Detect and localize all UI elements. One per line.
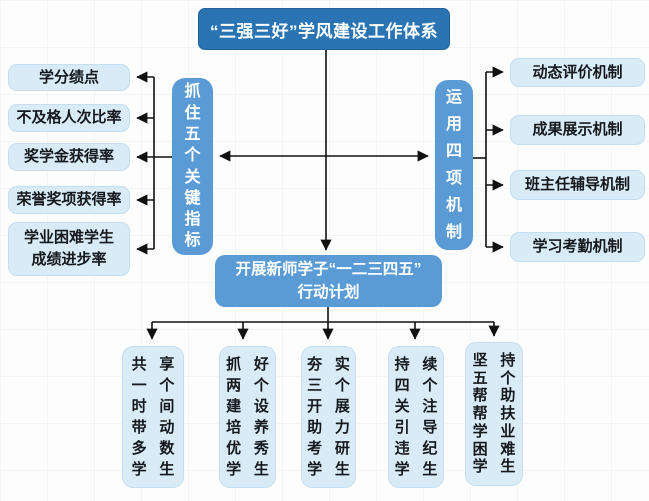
right-category-label: 运用四项机制 <box>445 89 462 241</box>
left-leaf-struggling-students-progress: 学业困难学生 成绩进步率 <box>8 222 130 276</box>
leaf-label: 班主任辅导机制 <box>524 176 630 194</box>
leaf-label: 动态评价机制 <box>532 63 623 81</box>
root-title-node: “三强三好”学风建设工作体系 <box>198 8 450 50</box>
leaf-label: 奖学金获得率 <box>23 148 114 166</box>
plan-box-columns: 夯三开助考学 实个展力研生 <box>301 346 356 488</box>
plan-col-right: 续个注导纪生 <box>422 356 438 478</box>
center-line2: 行动计划 <box>297 284 360 301</box>
left-leaf-credit-gpa: 学分绩点 <box>8 64 130 91</box>
plan-col-left: 坚五帮帮学困学 <box>472 351 488 476</box>
plan-col-left: 持四关引违学 <box>394 356 410 478</box>
left-category-bar: 抓住五个关键指标 <box>172 78 213 255</box>
plan-box-one-time: 共一时带多学 享个间动数生 <box>122 346 184 488</box>
right-category-bar: 运用四项机制 <box>435 80 473 250</box>
plan-col-right: 持个助扶业难生 <box>500 351 516 476</box>
plan-col-left: 抓两建培优学 <box>226 356 242 478</box>
leaf-label: 成果展示机制 <box>532 121 623 139</box>
plan-col-left: 共一时带多学 <box>131 356 147 478</box>
left-category-label: 抓住五个关键指标 <box>184 83 201 250</box>
plan-box-columns: 抓两建培优学 好个设养秀生 <box>219 346 276 488</box>
root-title-label: “三强三好”学风建设工作体系 <box>210 21 438 41</box>
right-leaf-achievement-display: 成果展示机制 <box>510 115 645 145</box>
center-line1: 开展新师学子“一二三四五” <box>235 260 422 278</box>
leaf-label: 不及格人次比率 <box>16 109 122 127</box>
leaf-label: 学分绩点 <box>38 68 99 86</box>
plan-box-columns: 共一时带多学 享个间动数生 <box>122 346 184 488</box>
plan-box-five-helps: 坚五帮帮学困学 持个助扶业难生 <box>465 342 523 486</box>
leaf-label: 学习考勤机制 <box>532 238 623 256</box>
plan-box-columns: 坚五帮帮学困学 持个助扶业难生 <box>465 342 523 486</box>
plan-col-left: 夯三开助考学 <box>307 356 323 478</box>
leaf-label: 学业困难学生 成绩进步率 <box>23 229 114 268</box>
right-leaf-dynamic-evaluation: 动态评价机制 <box>510 58 645 87</box>
left-leaf-scholarship-rate: 奖学金获得率 <box>8 143 130 171</box>
right-leaf-attendance: 学习考勤机制 <box>510 232 645 262</box>
leaf-label: 荣誉奖项获得率 <box>16 191 122 209</box>
right-leaf-head-teacher-tutoring: 班主任辅导机制 <box>510 170 645 200</box>
plan-col-right: 实个展力研生 <box>334 356 350 478</box>
plan-box-four-attentions: 持四关引违学 续个注导纪生 <box>388 346 444 488</box>
left-leaf-honor-award-rate: 荣誉奖项获得率 <box>8 186 130 214</box>
plan-box-columns: 持四关引违学 续个注导纪生 <box>388 346 444 488</box>
plan-box-two-constructions: 抓两建培优学 好个设养秀生 <box>219 346 276 488</box>
plan-col-right: 享个间动数生 <box>159 356 175 478</box>
plan-box-three-developments: 夯三开助考学 实个展力研生 <box>301 346 356 488</box>
center-action-plan-node: 开展新师学子“一二三四五” 行动计划 <box>215 255 442 307</box>
plan-col-right: 好个设养秀生 <box>253 356 269 478</box>
left-leaf-fail-rate: 不及格人次比率 <box>8 104 130 132</box>
